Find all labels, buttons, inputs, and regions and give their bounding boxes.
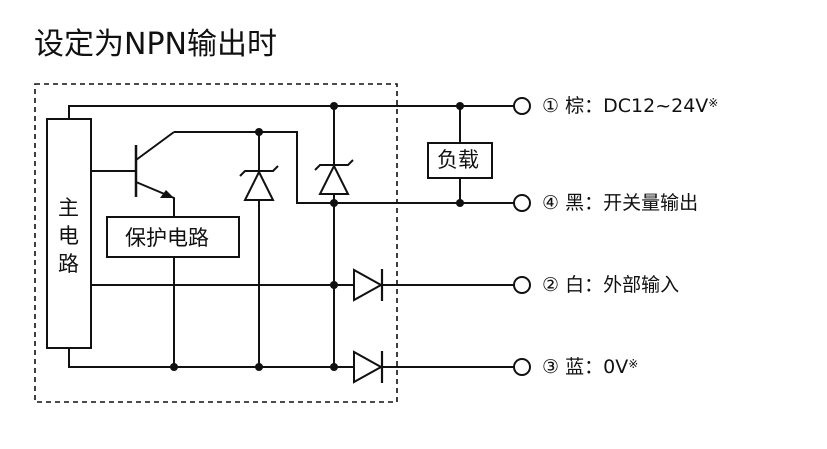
separator: ：	[584, 274, 604, 296]
zener-diode-1	[239, 165, 279, 201]
wire-color: 蓝	[565, 356, 585, 378]
wire-color: 黑	[565, 192, 585, 214]
ground-diode	[353, 350, 384, 384]
junction-dot	[330, 281, 338, 289]
transistor-arrow-icon	[160, 190, 174, 198]
terminal-number: ④	[542, 192, 560, 214]
terminal-desc: 外部输入	[603, 274, 680, 296]
zener-diode-2	[314, 159, 354, 195]
junction-dot	[330, 363, 338, 371]
main-circuit-char: 主	[58, 196, 79, 220]
wire-color: 白	[565, 274, 585, 296]
junction-dot	[330, 199, 338, 207]
terminal-label-black: ④ 黑：开关量输出	[542, 192, 698, 214]
note-mark: ※	[628, 357, 639, 371]
separator: ：	[584, 192, 604, 214]
junction-dot	[170, 363, 178, 371]
terminal-number: ②	[542, 274, 560, 296]
terminal-desc: 0V	[603, 356, 629, 378]
separator: ：	[584, 95, 604, 117]
junction-dot	[330, 102, 338, 110]
wire-output	[174, 131, 514, 204]
main-circuit-char: 路	[58, 252, 79, 276]
terminal-circle-3	[513, 358, 531, 376]
terminal-label-blue: ③ 蓝：0V※	[542, 356, 638, 378]
wire-supply	[68, 105, 514, 119]
load-label: 负载	[437, 148, 479, 172]
junction-dot	[456, 199, 464, 207]
terminal-desc: DC12~24V	[603, 95, 709, 117]
note-mark: ※	[708, 96, 719, 110]
transistor-collector	[135, 131, 175, 161]
terminal-desc: 开关量输出	[603, 192, 699, 214]
terminal-circle-4	[513, 194, 531, 212]
main-circuit-char: 电	[58, 224, 79, 248]
input-diode	[353, 268, 384, 302]
terminal-number: ③	[542, 356, 560, 378]
junction-dot	[255, 363, 263, 371]
wire-ground	[68, 348, 514, 368]
transistor-emitter	[135, 181, 175, 217]
protection-circuit-label: 保护电路	[125, 226, 209, 250]
terminal-label-brown: ① 棕：DC12~24V※	[542, 95, 718, 117]
junction-dot	[456, 102, 464, 110]
terminal-circle-1	[513, 97, 531, 115]
separator: ：	[584, 356, 604, 378]
page-title: 设定为NPN输出时	[34, 27, 277, 62]
terminal-circle-2	[513, 276, 531, 294]
terminal-number: ①	[542, 95, 560, 117]
sensor-enclosure	[34, 83, 398, 403]
junction-dot	[255, 128, 263, 136]
wire-color: 棕	[565, 95, 585, 117]
terminal-label-white: ② 白：外部输入	[542, 274, 679, 296]
